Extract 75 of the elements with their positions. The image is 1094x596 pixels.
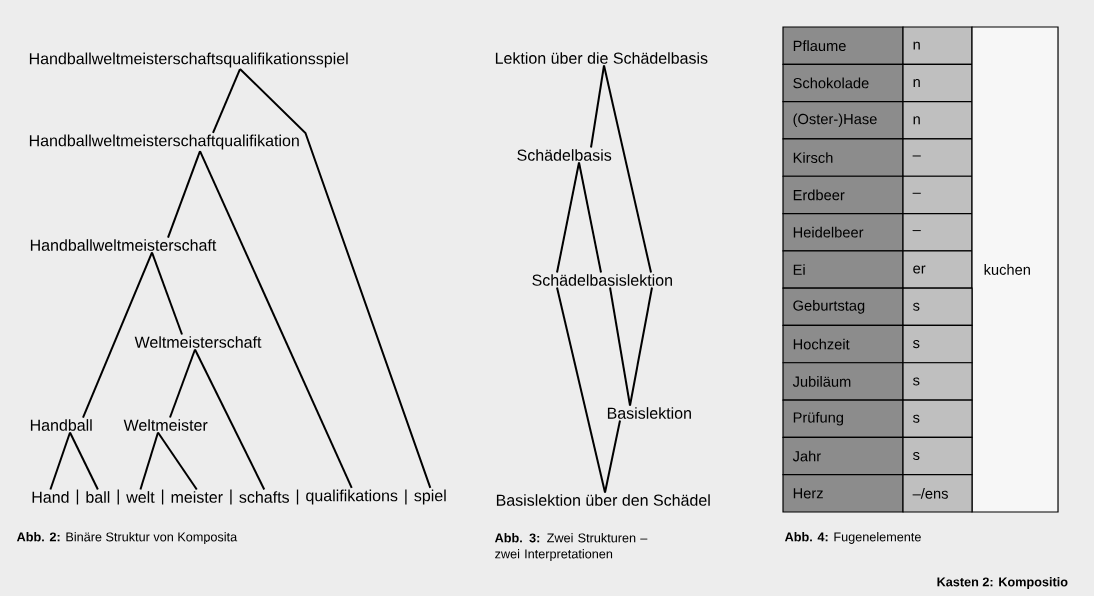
table-cell: kuchen <box>971 26 1059 513</box>
compound-word: Weltmeister <box>123 419 208 431</box>
compound-word: Schädelbasis <box>517 149 612 161</box>
tree-branch <box>604 419 621 494</box>
table-cell: Herz <box>782 474 904 513</box>
word-part: Hand <box>32 491 69 503</box>
table-cell: Erdbeer <box>782 175 904 215</box>
table-cell: (Oster-)Hase <box>782 101 904 140</box>
separator: | <box>117 489 119 505</box>
figure-caption: Abb. 2: Binäre Struktur von Komposita <box>16 532 238 544</box>
word-part: qualifikations <box>306 489 398 505</box>
compound-word: Handballweltmeisterschaftqualifikation <box>29 134 299 150</box>
compound-word: Basislektion <box>607 407 691 419</box>
table-cell: Jubiläum <box>782 362 904 401</box>
separator: | <box>405 489 407 505</box>
table-cell: Ei <box>782 250 904 289</box>
tree-branch <box>590 64 605 149</box>
tree-branch <box>629 286 653 407</box>
tree-branch <box>609 286 631 407</box>
word-part: spiel <box>414 489 446 505</box>
compound-word: Handball <box>30 419 92 431</box>
table-cell: Kirsch <box>782 138 904 177</box>
compound-word: Weltmeisterschaft <box>134 336 262 348</box>
word-part: ball <box>86 491 110 503</box>
tree-branch <box>49 431 71 491</box>
table-cell: er <box>902 250 973 289</box>
table-cell: – <box>902 175 973 215</box>
table-cell: s <box>902 287 973 327</box>
table-cell: s <box>902 362 973 401</box>
figure-caption: Abb. 4: Fugenelemente <box>784 532 921 544</box>
tree-branch <box>169 348 196 419</box>
table-cell: s <box>902 324 973 364</box>
table-cell: Schokolade <box>782 63 904 103</box>
table-cell: n <box>902 101 973 140</box>
tree-branch <box>167 150 201 239</box>
separator: | <box>76 489 79 505</box>
table-cell: Hochzeit <box>782 324 904 364</box>
table-cell: s <box>902 399 973 438</box>
tree-branch <box>82 251 153 419</box>
table-cell: – <box>902 138 973 177</box>
tree-branch <box>212 68 241 134</box>
tree-branch <box>556 286 606 494</box>
word-part: schafts <box>239 491 289 503</box>
table-cell: Heidelbeer <box>782 212 904 252</box>
tree-branch <box>603 64 652 274</box>
compound-word: Handballweltmeisterschaft <box>30 239 217 251</box>
word-part: welt <box>126 491 155 503</box>
tree-branch <box>151 251 183 336</box>
table-cell: n <box>902 26 973 65</box>
tree-branch <box>69 431 99 491</box>
tree-branch <box>194 348 266 491</box>
table-cell: s <box>902 436 973 476</box>
separator: | <box>161 489 164 505</box>
table-cell: – <box>902 212 973 252</box>
table-cell: Pflaume <box>782 26 904 65</box>
table-cell: –/ens <box>902 474 973 513</box>
table-cell: Geburtstag <box>782 287 904 327</box>
tree-branch <box>157 431 198 491</box>
table-cell: n <box>902 63 973 103</box>
tree-branch <box>556 161 580 274</box>
tree-branch <box>239 68 432 489</box>
figure-caption: Abb. 3: Zwei Strukturen – zwei Interpretationen <box>494 533 648 561</box>
tree-branch <box>199 150 353 489</box>
compound-word: Handballweltmeisterschaftsqualifikationsspiel <box>29 52 348 68</box>
table-cell: Jahr <box>782 436 904 476</box>
word-part: meister <box>171 491 223 503</box>
compound-word: Lektion über die Schädelbasis <box>495 52 708 64</box>
compound-word: Schädelbasislektion <box>532 274 672 286</box>
tree-branch <box>139 431 159 491</box>
table-cell: Prüfung <box>782 399 904 438</box>
box-heading: Kasten 2: Kompositio <box>937 577 1068 589</box>
separator: | <box>230 489 232 505</box>
separator: | <box>296 489 299 505</box>
compound-word: Basislektion über den Schädel <box>496 494 710 506</box>
tree-branch <box>578 161 602 274</box>
